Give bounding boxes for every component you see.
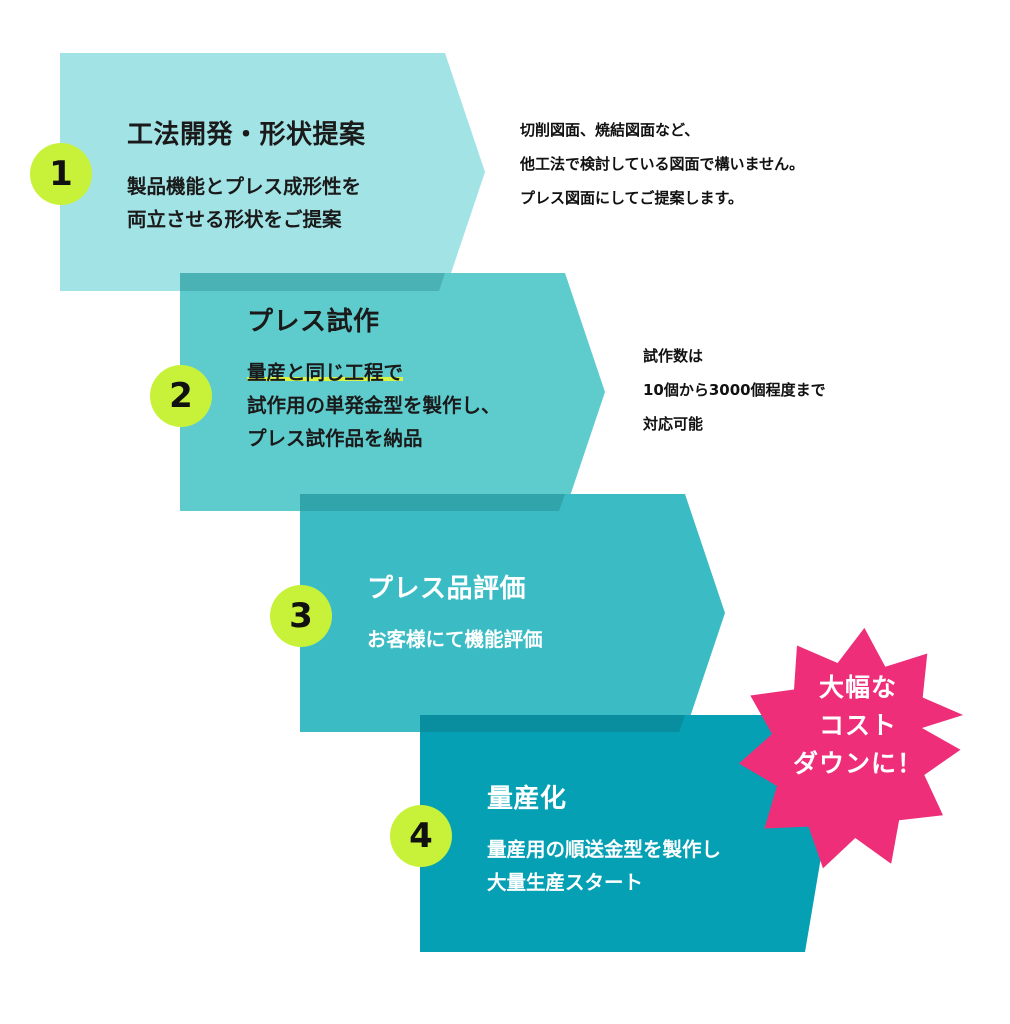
step-2-note-line-1: 試作数は [643,347,704,365]
step-2-note-line-2: 10個から3000個程度まで [643,381,826,399]
step-2-description-line-2: 試作用の単発金型を製作し、 [247,394,501,417]
overlap-2-3 [300,494,565,511]
step-1-description-line-2: 両立させる形状をご提案 [127,208,342,231]
step-3-arrow [300,494,725,732]
step-2-title: プレス試作 [247,307,380,337]
cost-down-badge-text: 大幅な コスト ダウンに！ [778,669,938,783]
step-2-note-line-3: 対応可能 [643,415,704,433]
step-1-note-line-2: 他工法で検討している図面で構いません。 [520,155,805,173]
overlap-1-2 [180,273,445,291]
step-4-description-line-2: 大量生産スタート [487,871,644,894]
step-3-description-line-1: お客様にて機能評価 [367,628,543,651]
step-2-number: 2 [150,365,212,427]
step-4-arrow [420,715,845,952]
step-3-title: プレス品評価 [367,574,527,604]
step-3-number: 3 [270,585,332,647]
badge-line-2: コスト [818,711,897,740]
step-4-number: 4 [390,805,452,867]
step-1-note-line-3: プレス図面にしてご提案します。 [520,189,744,207]
step-2-arrow [180,273,605,511]
step-1-note-line-1: 切削図面、焼結図面など、 [520,121,700,139]
step-1-arrow [60,53,485,291]
step-4-title: 量産化 [487,784,567,814]
step-1-description-line-1: 製品機能とプレス成形性を [127,175,362,198]
badge-line-3: ダウンに！ [792,749,923,778]
highlighted-text: 量産と同じ工程で [247,361,404,384]
step-2-description-line-1: 量産と同じ工程で [247,356,404,389]
cost-down-badge [739,627,964,869]
step-1-number: 1 [30,143,92,205]
badge-line-1: 大幅な [818,673,897,702]
step-4-description-line-1: 量産用の順送金型を製作し [487,838,722,861]
step-1-title: 工法開発・形状提案 [127,120,366,150]
overlap-3-4 [420,715,685,732]
step-2-description-line-3: プレス試作品を納品 [247,427,423,450]
